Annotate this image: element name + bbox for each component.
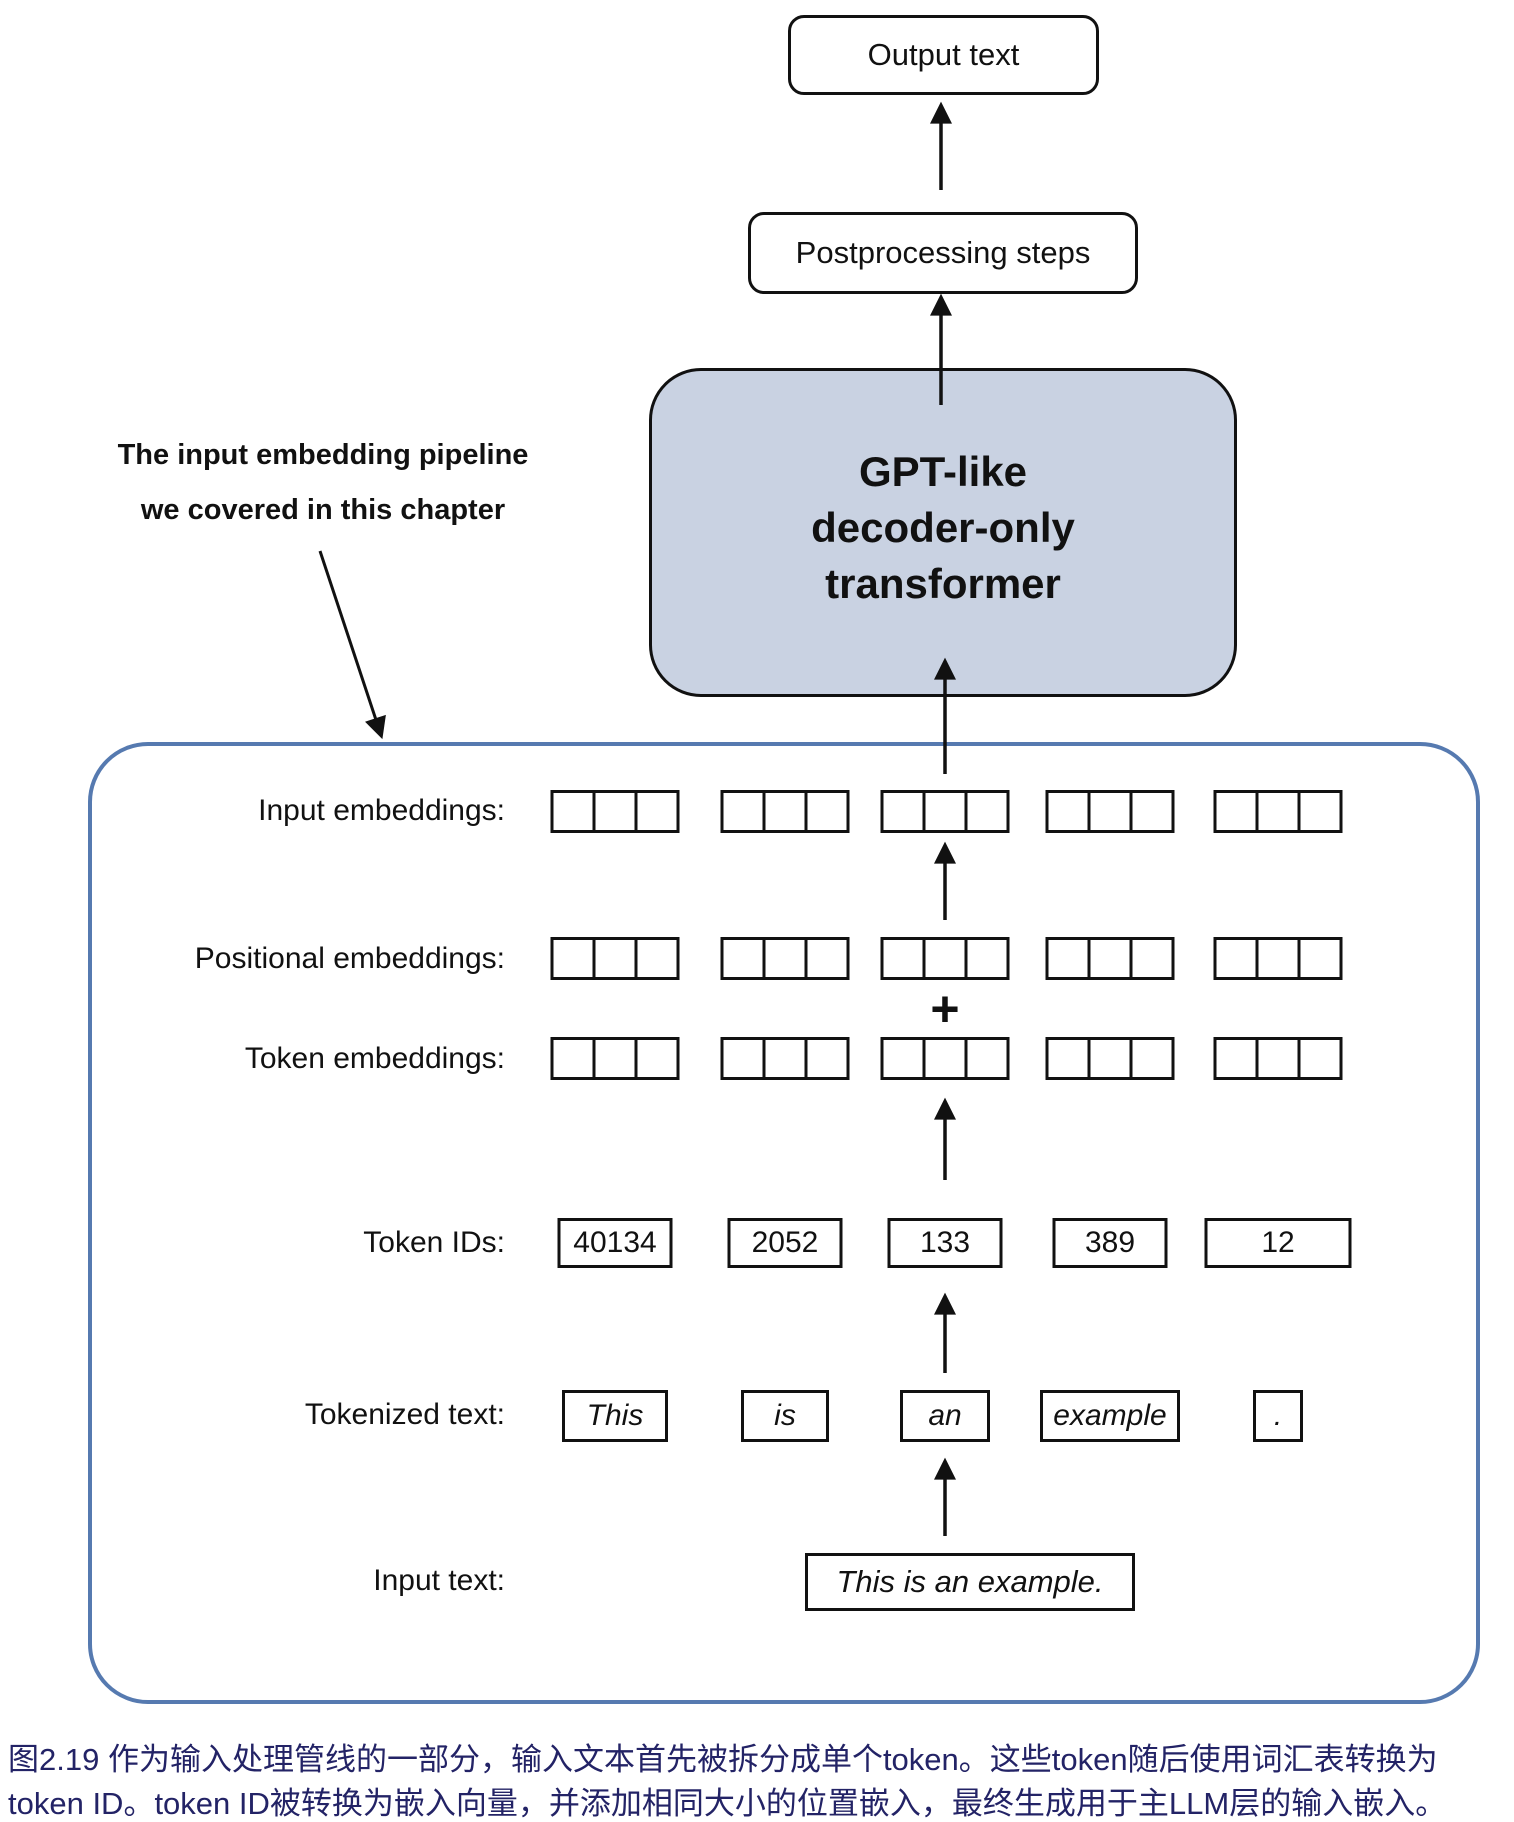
token-box: example bbox=[1040, 1390, 1180, 1442]
embedding-cell bbox=[964, 937, 1010, 980]
embedding-cell bbox=[1045, 937, 1091, 980]
embedding-cell bbox=[1213, 937, 1259, 980]
embedding-cell bbox=[1129, 1037, 1175, 1080]
embedding-cell bbox=[1087, 1037, 1133, 1080]
embedding-cell bbox=[550, 937, 596, 980]
token-box: This bbox=[562, 1390, 668, 1442]
embedding-cell bbox=[762, 1037, 808, 1080]
embedding-cell bbox=[720, 937, 766, 980]
token-id-box: 40134 bbox=[557, 1218, 673, 1268]
embedding-vector bbox=[880, 937, 1010, 980]
embedding-cell bbox=[1255, 790, 1301, 833]
embedding-vector bbox=[880, 1037, 1010, 1080]
embedding-cell bbox=[592, 937, 638, 980]
embedding-vector bbox=[1045, 1037, 1175, 1080]
embedding-cell bbox=[880, 1037, 926, 1080]
embedding-cell bbox=[964, 790, 1010, 833]
gpt-decoder-transformer-box: GPT-like decoder-only transformer bbox=[649, 368, 1237, 697]
embedding-cell bbox=[550, 1037, 596, 1080]
embedding-cell bbox=[804, 1037, 850, 1080]
token-id-box: 2052 bbox=[727, 1218, 843, 1268]
embedding-cell bbox=[804, 937, 850, 980]
input-embeddings-row bbox=[0, 790, 1514, 834]
gpt-box-line-1: GPT-like bbox=[858, 447, 1028, 495]
embedding-cell bbox=[1255, 937, 1301, 980]
output-text-box: Output text bbox=[788, 15, 1099, 95]
embedding-cell bbox=[1255, 1037, 1301, 1080]
embedding-vector bbox=[1045, 937, 1175, 980]
annotation-note: The input embedding pipeline we covered … bbox=[88, 428, 558, 538]
embedding-vector bbox=[880, 790, 1010, 833]
input-text-value: This is an example. bbox=[836, 1564, 1104, 1599]
embedding-cell bbox=[1045, 790, 1091, 833]
positional-embeddings-label: Positional embeddings: bbox=[194, 942, 505, 975]
embedding-cell bbox=[720, 1037, 766, 1080]
gpt-box-line-3: transformer bbox=[825, 559, 1061, 607]
embedding-cell bbox=[1129, 790, 1175, 833]
embedding-cell bbox=[1087, 790, 1133, 833]
annotation-line-1: The input embedding pipeline bbox=[117, 439, 529, 471]
embedding-cell bbox=[1297, 937, 1343, 980]
token-box: an bbox=[900, 1390, 990, 1442]
embedding-cell bbox=[922, 937, 968, 980]
token-id-box: 133 bbox=[887, 1218, 1003, 1268]
embedding-cell bbox=[1213, 790, 1259, 833]
positional-embeddings-row bbox=[0, 937, 1514, 981]
embedding-cell bbox=[634, 1037, 680, 1080]
embedding-cell bbox=[804, 790, 850, 833]
embedding-cell bbox=[1045, 1037, 1091, 1080]
postprocessing-steps-label: Postprocessing steps bbox=[795, 235, 1091, 270]
embedding-cell bbox=[762, 790, 808, 833]
embedding-cell bbox=[922, 790, 968, 833]
embedding-vector bbox=[550, 790, 680, 833]
embedding-cell bbox=[922, 1037, 968, 1080]
embedding-vector bbox=[720, 790, 850, 833]
annotation-line-2: we covered in this chapter bbox=[140, 494, 506, 526]
embedding-cell bbox=[720, 790, 766, 833]
embedding-cell bbox=[880, 937, 926, 980]
output-text-label: Output text bbox=[867, 37, 1020, 72]
annotation-arrow bbox=[318, 550, 386, 740]
input-embeddings-label: Input embeddings: bbox=[258, 794, 505, 827]
input-text-box: This is an example. bbox=[805, 1553, 1135, 1611]
embedding-vector bbox=[550, 1037, 680, 1080]
token-embeddings-row bbox=[0, 1037, 1514, 1081]
gpt-box-line-2: decoder-only bbox=[811, 503, 1075, 551]
token-id-box: 389 bbox=[1052, 1218, 1168, 1268]
embedding-cell bbox=[762, 937, 808, 980]
embedding-vector bbox=[720, 937, 850, 980]
token-embeddings-label: Token embeddings: bbox=[244, 1042, 505, 1075]
figure-caption-line-2: token ID。token ID被转换为嵌入向量，并添加相同大小的位置嵌入，最… bbox=[8, 1786, 1447, 1821]
plus-operator: + bbox=[930, 981, 960, 1037]
token-box: is bbox=[741, 1390, 829, 1442]
input-text-label: Input text: bbox=[373, 1564, 505, 1597]
embedding-vector bbox=[720, 1037, 850, 1080]
embedding-cell bbox=[1087, 937, 1133, 980]
embedding-cell bbox=[964, 1037, 1010, 1080]
token-box: . bbox=[1253, 1390, 1303, 1442]
embedding-vector bbox=[550, 937, 680, 980]
embedding-vector bbox=[1213, 1037, 1343, 1080]
postprocessing-steps-box: Postprocessing steps bbox=[748, 212, 1138, 294]
token-ids-label: Token IDs: bbox=[363, 1226, 505, 1259]
embedding-cell bbox=[1213, 1037, 1259, 1080]
embedding-cell bbox=[1129, 937, 1175, 980]
tokenized-text-label: Tokenized text: bbox=[304, 1398, 505, 1431]
token-id-box: 12 bbox=[1204, 1218, 1352, 1268]
embedding-cell bbox=[634, 790, 680, 833]
embedding-cell bbox=[592, 790, 638, 833]
embedding-cell bbox=[1297, 790, 1343, 833]
embedding-cell bbox=[1297, 1037, 1343, 1080]
embedding-cell bbox=[592, 1037, 638, 1080]
embedding-cell bbox=[880, 790, 926, 833]
embedding-cell bbox=[550, 790, 596, 833]
embedding-vector bbox=[1213, 937, 1343, 980]
figure-caption-line-1: 图2.19 作为输入处理管线的一部分，输入文本首先被拆分成单个token。这些t… bbox=[8, 1742, 1438, 1777]
embedding-cell bbox=[634, 937, 680, 980]
embedding-vector bbox=[1045, 790, 1175, 833]
embedding-vector bbox=[1213, 790, 1343, 833]
